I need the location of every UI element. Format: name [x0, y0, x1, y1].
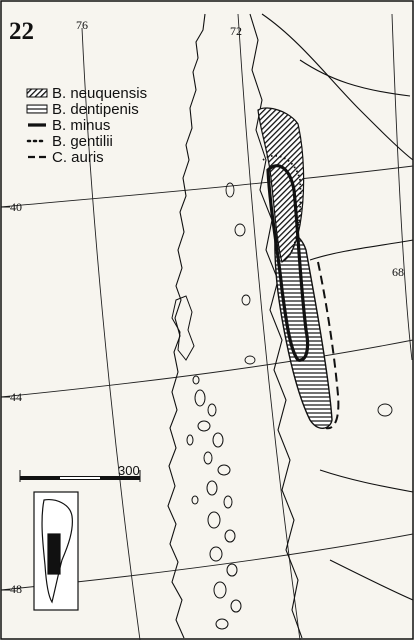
latitude-label-48: 48 — [10, 582, 22, 596]
mainland-coast — [167, 13, 206, 639]
dotted-line-icon — [26, 136, 48, 146]
inset-south-america — [41, 499, 73, 604]
meridian-72 — [237, 13, 301, 640]
inset-map — [33, 491, 79, 611]
legend-item-minus: B. minus — [26, 117, 147, 133]
range-minus — [266, 164, 310, 362]
range-gentilii — [262, 154, 302, 256]
river-4 — [329, 559, 414, 601]
legend-item-dentipenis: B. dentipenis — [26, 101, 147, 117]
range-auris — [317, 261, 340, 430]
islands — [171, 295, 242, 630]
legend-label: B. neuquensis — [52, 84, 148, 102]
parallel-40 — [0, 165, 414, 208]
longitude-label-68: 68 — [392, 265, 404, 279]
eastern-outline — [261, 13, 414, 161]
range-dentipenis — [274, 231, 333, 429]
chiloe-island — [171, 295, 195, 361]
solid-line-icon — [26, 120, 48, 130]
meridian-68 — [391, 13, 413, 361]
legend-item-gentilii: B. gentilii — [26, 133, 147, 149]
legend-label: B. gentilii — [52, 132, 113, 150]
hatched-swatch-icon — [26, 88, 48, 98]
scale-bar-label: 300 — [118, 463, 140, 478]
dashed-line-icon — [26, 152, 48, 162]
longitude-label-72: 72 — [230, 24, 242, 38]
river-3 — [319, 469, 414, 493]
figure-number: 22 — [9, 18, 34, 45]
river-2 — [309, 239, 414, 261]
legend-item-auris: C. auris — [26, 149, 147, 165]
parallel-44 — [0, 339, 414, 398]
meridian-76 — [81, 27, 141, 640]
inset-study-area — [47, 533, 61, 575]
latitude-label-40: 40 — [10, 200, 22, 214]
latitude-label-44: 44 — [10, 390, 22, 404]
grid-ticks — [1, 206, 10, 591]
legend-item-neuquensis: B. neuquensis — [26, 85, 147, 101]
lakes — [225, 182, 393, 417]
legend-label: C. auris — [52, 148, 104, 166]
scale-bar — [19, 470, 141, 482]
striped-swatch-icon — [26, 104, 48, 114]
legend-label: B. dentipenis — [52, 100, 139, 118]
map-legend: B. neuquensis B. dentipenis B. minus B. … — [26, 85, 147, 165]
legend-label: B. minus — [52, 116, 111, 134]
river-1 — [299, 59, 411, 97]
longitude-label-76: 76 — [76, 18, 88, 32]
